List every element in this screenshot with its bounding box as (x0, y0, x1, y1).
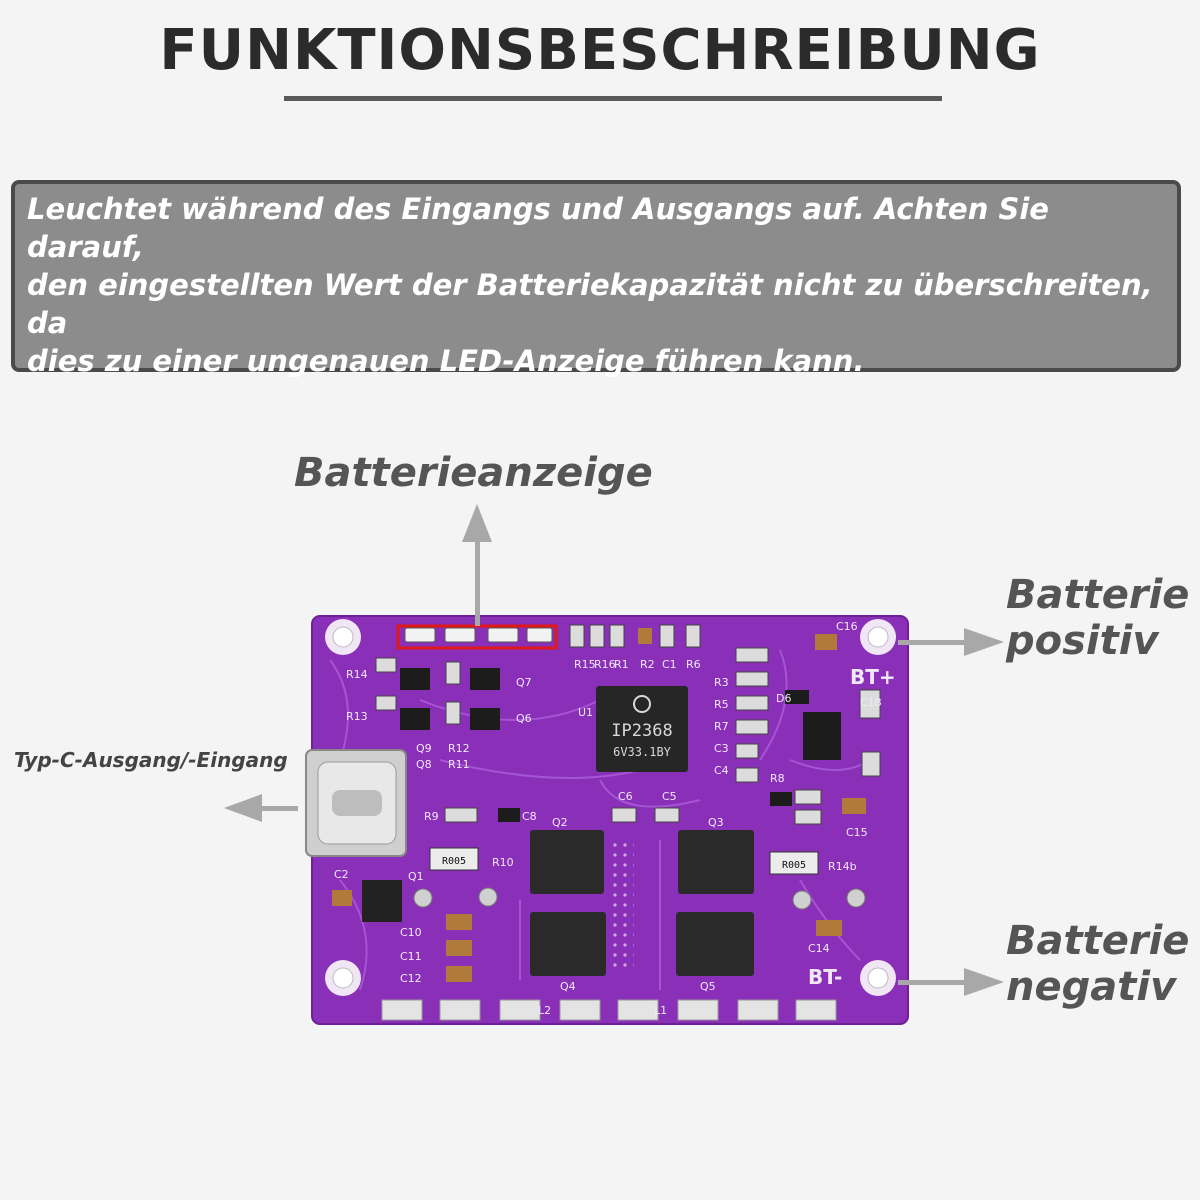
silk-c4: C4 (714, 764, 729, 777)
silk-c8: C8 (522, 810, 537, 823)
page-title: FUNKTIONSBESCHREIBUNG (159, 18, 1041, 83)
chip-label-2: 6V33.1BY (613, 745, 672, 759)
silk-c15: C15 (846, 826, 868, 839)
silk-r7: R7 (714, 720, 729, 733)
silk-r12: R12 (448, 742, 470, 755)
label-battery-indicator: Batterieanzeige (294, 450, 653, 496)
silk-r10: R10 (492, 856, 514, 869)
description-box: Leuchtet während des Eingangs und Ausgan… (11, 180, 1181, 378)
silk-r15: R15 (574, 658, 596, 671)
silk-q7: Q7 (516, 676, 532, 689)
silk-r14-right: R14b (828, 860, 857, 873)
arrow-up-shaft (475, 538, 480, 626)
bt-plus-label: BT+ (850, 665, 896, 689)
description-line-3: dies zu einer ungenauen LED-Anzeige führ… (27, 344, 865, 378)
label-battery-negative-line1: Batterie (1006, 918, 1190, 964)
silk-q3: Q3 (708, 816, 724, 829)
silk-r2: R2 (640, 658, 655, 671)
label-typec: Typ-C-Ausgang/-Eingang (14, 748, 288, 772)
chip-label-1: IP2368 (611, 721, 672, 741)
silk-c6: C6 (618, 790, 633, 803)
arrow-positive-shaft (898, 640, 978, 645)
silk-c18: C18 (860, 696, 882, 709)
led-row (404, 627, 553, 643)
mounting-holes (325, 619, 896, 996)
silk-c10: C10 (400, 926, 422, 939)
silk-q5: Q5 (700, 980, 716, 993)
label-battery-positive-line1: Batterie (1006, 572, 1190, 618)
silk-r1: R1 (614, 658, 629, 671)
silk-c5: C5 (662, 790, 677, 803)
silk-c3: C3 (714, 742, 729, 755)
silk-r6: R6 (686, 658, 701, 671)
label-battery-positive-line2: positiv (1006, 618, 1159, 664)
silk-r11: R11 (448, 758, 470, 771)
bt-minus-label: BT- (808, 965, 842, 989)
bottom-pads (381, 999, 837, 1021)
silk-r8: R8 (770, 772, 785, 785)
silk-q9: Q9 (416, 742, 432, 755)
silk-l2: L2 (538, 1004, 551, 1017)
silk-r5: R5 (714, 698, 729, 711)
silk-q2: Q2 (552, 816, 568, 829)
silk-q4: Q4 (560, 980, 576, 993)
description-line-1: Leuchtet während des Eingangs und Ausgan… (27, 192, 1049, 264)
silk-r16: R16 (594, 658, 616, 671)
silk-c12: C12 (400, 972, 422, 985)
ip2368-chip (596, 686, 688, 772)
mosfets (530, 830, 754, 976)
arrow-up-head (462, 504, 492, 542)
arrow-left-head (224, 794, 262, 822)
silk-r3: R3 (714, 676, 729, 689)
silk-c1: C1 (662, 658, 677, 671)
label-battery-negative-line2: negativ (1006, 964, 1177, 1010)
transistors-left (400, 668, 500, 730)
resistor-code-left: R005 (442, 856, 466, 867)
silk-l1: L1 (654, 1004, 667, 1017)
usb-c-port (305, 749, 407, 857)
silk-d6: D6 (776, 692, 791, 705)
title-underline (284, 96, 942, 101)
description-line-2: den eingestellten Wert der Batteriekapaz… (27, 268, 1153, 340)
arrow-negative-shaft (898, 980, 978, 985)
silk-r13: R13 (346, 710, 368, 723)
arrow-left-shaft (258, 806, 298, 811)
arrows (224, 504, 1004, 996)
silk-q8: Q8 (416, 758, 432, 771)
silk-u1: U1 (578, 706, 593, 719)
arrow-negative-head (964, 968, 1004, 996)
silk-c11: C11 (400, 950, 422, 963)
silk-q6: Q6 (516, 712, 532, 725)
silk-r9: R9 (424, 810, 439, 823)
silk-c14: C14 (808, 942, 830, 955)
silk-r14: R14 (346, 668, 368, 681)
resistor-code-right: R005 (782, 860, 806, 871)
silk-q1: Q1 (408, 870, 424, 883)
silk-c16: C16 (836, 620, 858, 633)
silk-c2: C2 (334, 868, 349, 881)
arrow-positive-head (964, 628, 1004, 656)
